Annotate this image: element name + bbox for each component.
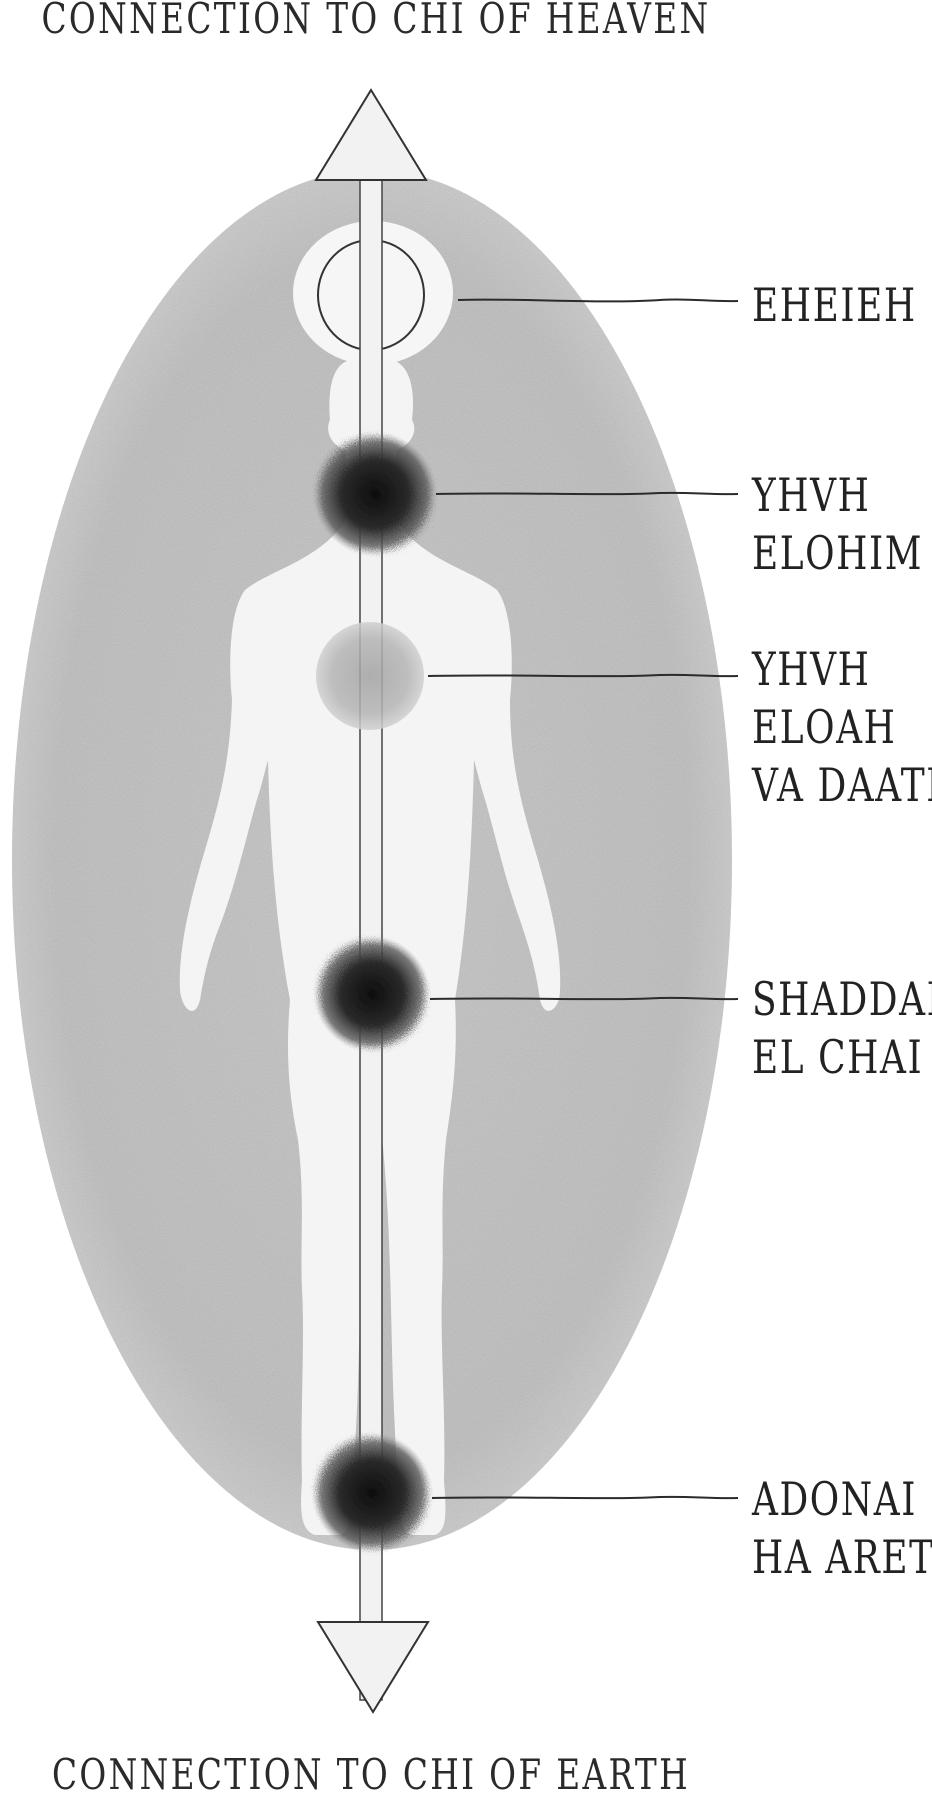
upward-arrow-icon <box>314 88 428 181</box>
leader-line-sacral <box>429 996 739 1001</box>
leader-line-feet <box>431 1495 739 1500</box>
leader-line-throat <box>435 491 739 496</box>
leader-line-heart <box>427 673 739 678</box>
label-line: EHEIEH <box>752 278 917 332</box>
label-heart: YHVH ELOAH VA DAATH <box>752 640 932 814</box>
leader-line-crown <box>457 298 739 303</box>
throat-center <box>313 432 437 556</box>
label-line: ELOAH <box>752 700 897 754</box>
label-line: EL CHAI <box>752 1030 924 1084</box>
label-line: ELOHIM <box>752 526 924 580</box>
sacral-center <box>314 936 430 1052</box>
heart-center <box>316 622 424 730</box>
label-line: SHADDAI <box>752 972 932 1026</box>
label-line: YHVH <box>752 468 871 522</box>
downward-arrow-icon <box>316 1621 430 1714</box>
leader-lines <box>427 298 739 1500</box>
label-sacral: SHADDAI EL CHAI <box>752 970 932 1086</box>
label-line: HA ARETZ <box>752 1530 932 1584</box>
heaven-caption: CONNECTION TO CHI OF HEAVEN <box>41 0 711 43</box>
label-crown: EHEIEH <box>752 276 917 334</box>
feet-center <box>312 1433 432 1553</box>
label-line: ADONAI <box>752 1472 917 1526</box>
label-throat: YHVH ELOHIM <box>752 466 923 582</box>
label-feet: ADONAI HA ARETZ <box>752 1470 932 1586</box>
label-line: VA DAATH <box>752 758 932 812</box>
label-line: YHVH <box>752 642 871 696</box>
earth-caption: CONNECTION TO CHI OF EARTH <box>51 1750 690 1799</box>
